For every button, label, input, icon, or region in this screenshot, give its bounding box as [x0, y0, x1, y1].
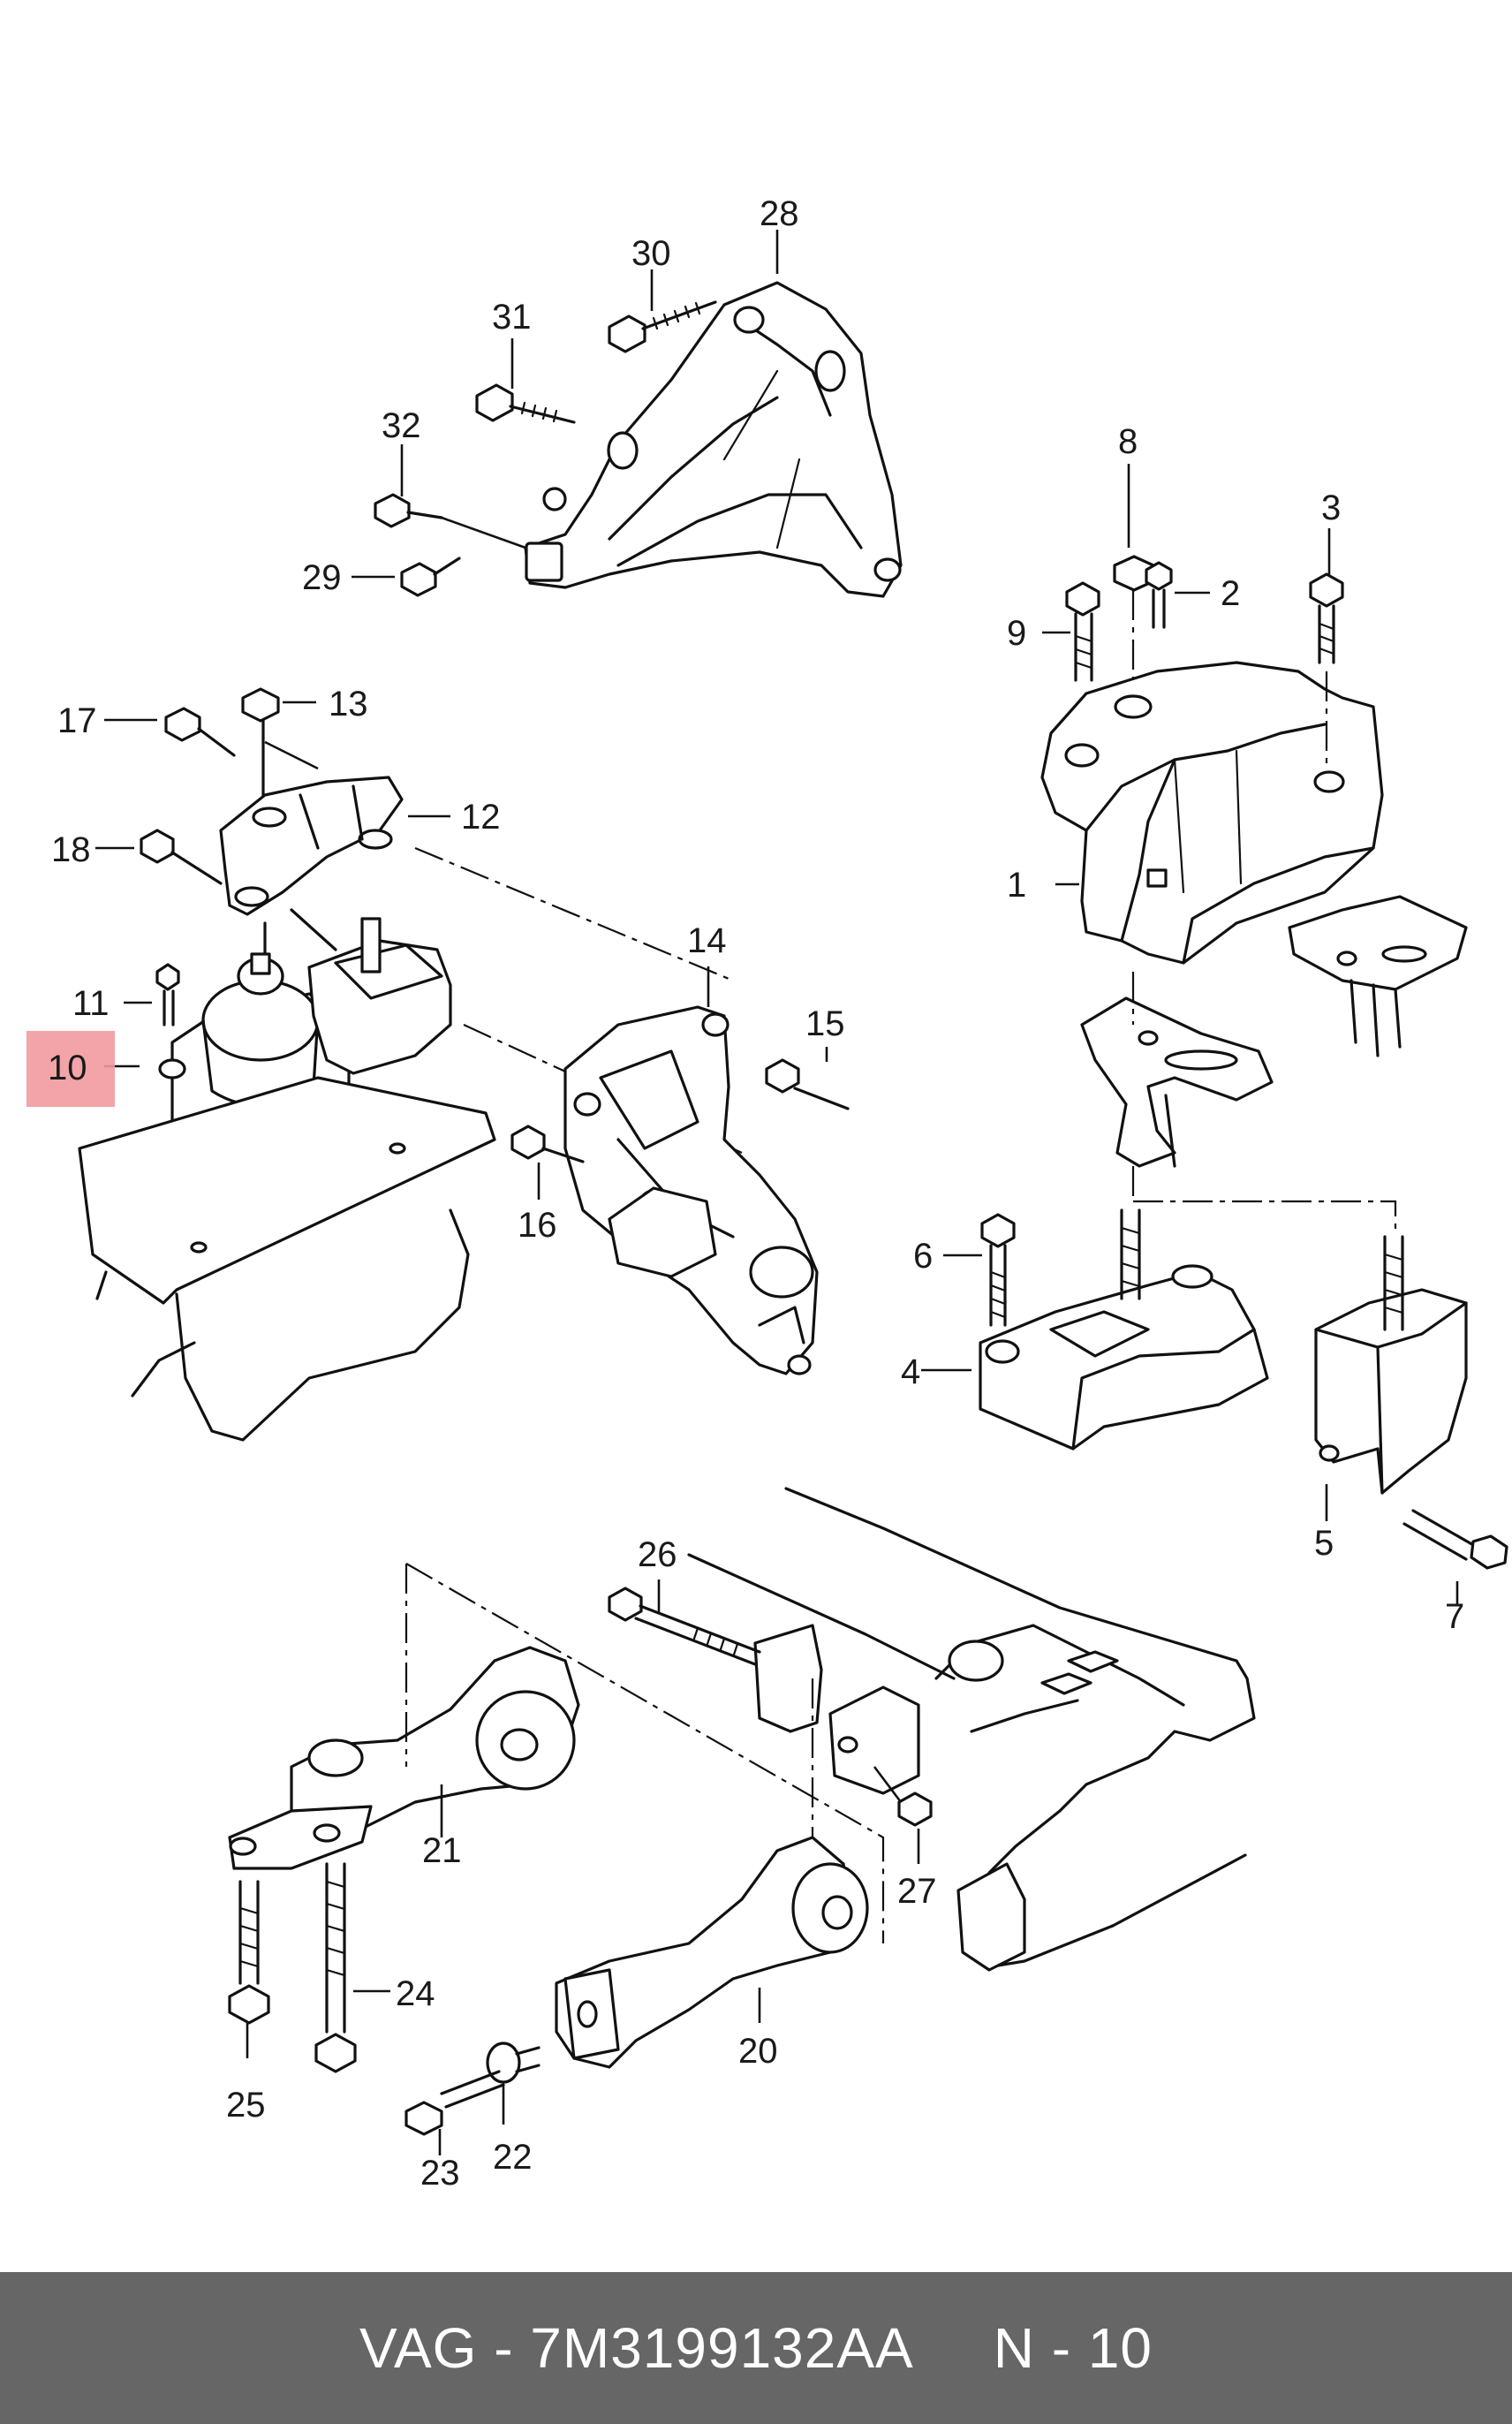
highlight-callout-10: [26, 1031, 115, 1107]
bracket-under-mount: [1080, 996, 1274, 1168]
bolt-9: [1065, 581, 1100, 682]
bolt-24: [314, 1862, 357, 2073]
part-number: VAG - 7M3199132AA: [359, 2316, 914, 2380]
callout-31: 31: [492, 298, 532, 337]
bolt-7: [1402, 1509, 1508, 1570]
bolt-6: [980, 1213, 1016, 1327]
callout-18: 18: [51, 830, 91, 869]
callout-30: 30: [631, 234, 671, 273]
bolt-32: [374, 493, 443, 528]
bolt-16: [510, 1125, 585, 1163]
callout-8: 8: [1118, 422, 1138, 461]
callout-24: 24: [396, 1974, 435, 2013]
callout-2: 2: [1221, 574, 1240, 613]
bracket-12: [219, 776, 404, 916]
pendulum-21: [228, 1646, 580, 1870]
callout-14: 14: [687, 921, 727, 960]
callout-3: 3: [1321, 489, 1341, 527]
callout-12: 12: [461, 798, 501, 837]
callout-4: 4: [901, 1352, 920, 1391]
bolt-11: [155, 963, 180, 1026]
callout-13: 13: [329, 685, 368, 723]
callout-15: 15: [805, 1004, 845, 1043]
bracket-28: [524, 281, 903, 598]
callout-1: 1: [1007, 866, 1026, 905]
pendulum-20: [555, 1836, 869, 2069]
callout-6: 6: [913, 1237, 933, 1276]
exploded-parts-diagram: 28 30 31 32 29 8 3 9 2 1 6 4 5 7 13 17 1…: [26, 194, 1508, 2193]
leader-lines: [95, 230, 1459, 2155]
callout-32: 32: [382, 406, 421, 445]
callout-25: 25: [226, 2086, 266, 2125]
washer-22: [486, 2041, 541, 2084]
callout-16: 16: [518, 1206, 557, 1245]
transmission-plate: [78, 1076, 496, 1442]
bolt-25: [228, 1880, 270, 2025]
callout-27: 27: [897, 1872, 937, 1911]
side-bracket: [1288, 895, 1468, 1057]
callout-26: 26: [638, 1535, 677, 1574]
bolt-17: [164, 707, 319, 770]
callout-11: 11: [72, 984, 110, 1023]
bolt-15: [765, 1058, 850, 1110]
callout-23: 23: [420, 2154, 460, 2193]
callout-21: 21: [422, 1831, 462, 1870]
bolt-31: [475, 383, 576, 424]
mount-1: [1040, 661, 1384, 965]
subframe: [687, 1487, 1256, 1972]
bolt-30: [608, 300, 717, 353]
bracket-26: [753, 1624, 920, 1795]
bolt-2: [1145, 561, 1173, 629]
callout-20: 20: [738, 2032, 778, 2071]
callout-17: 17: [57, 701, 97, 740]
bolt-26: [608, 1587, 761, 1666]
bracket-14: [563, 1005, 819, 1375]
callout-labels: 28 30 31 32 29 8 3 9 2 1 6 4 5 7 13 17 1…: [48, 194, 1464, 2193]
callout-9: 9: [1007, 614, 1026, 653]
callout-28: 28: [760, 194, 799, 233]
callout-22: 22: [493, 2138, 533, 2177]
callout-29: 29: [302, 558, 342, 597]
position-number: N - 10: [993, 2316, 1153, 2380]
callout-10: 10: [48, 1049, 87, 1087]
part-reference-footer: VAG - 7M3199132AA N - 10: [0, 2272, 1512, 2424]
mount-5: [1314, 1235, 1468, 1495]
nut-13: [241, 687, 280, 797]
callout-5: 5: [1314, 1524, 1334, 1563]
bolt-18: [140, 829, 223, 885]
bolt-29: [400, 557, 461, 597]
mount-block: [307, 917, 452, 1075]
mount-4: [979, 1208, 1269, 1451]
bolt-3: [1309, 572, 1344, 664]
callout-7: 7: [1445, 1597, 1464, 1636]
nut-27: [873, 1766, 933, 1827]
bolt-23: [404, 2070, 505, 2136]
